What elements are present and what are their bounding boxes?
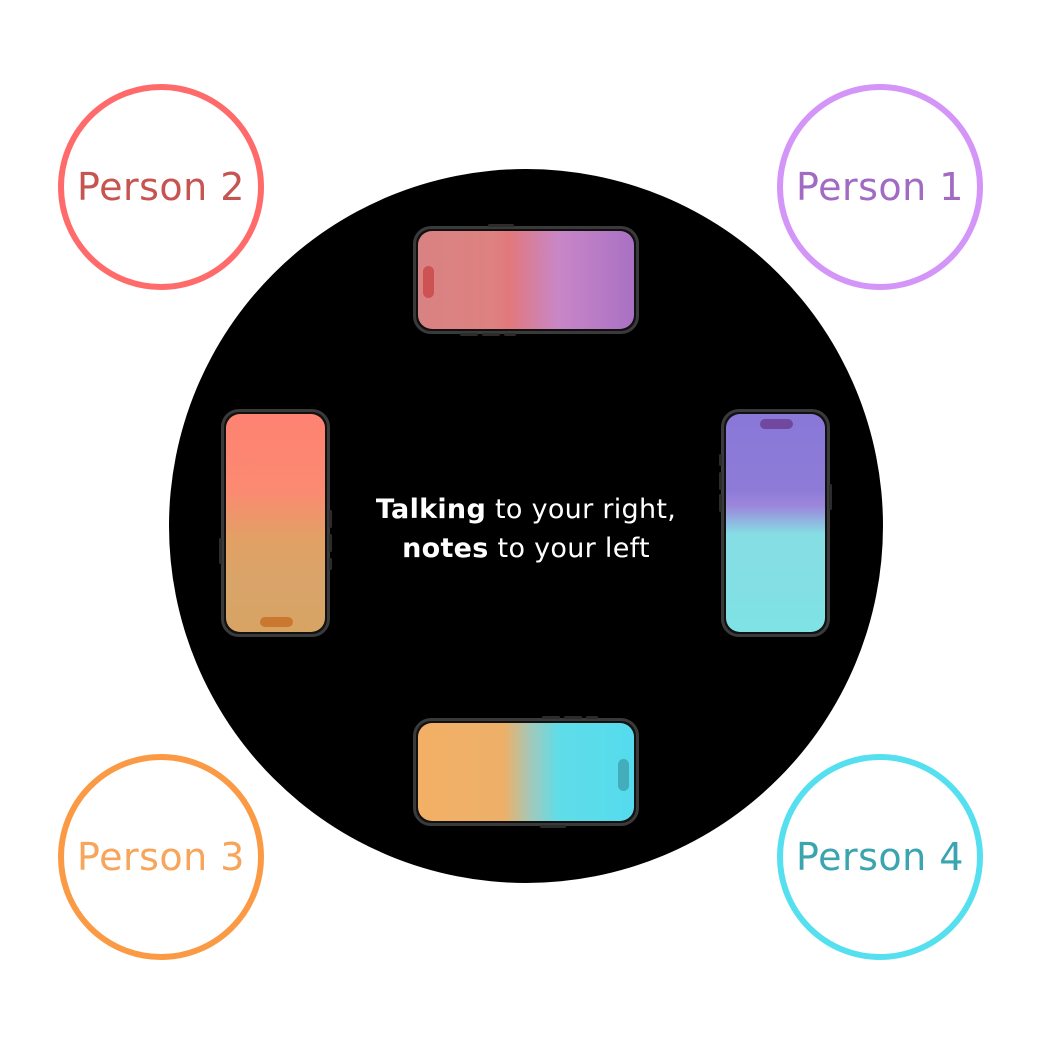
phone-side-button bbox=[504, 333, 516, 336]
center-caption: Talking to your right, notes to your lef… bbox=[250, 490, 802, 568]
person-2-label: Person 2 bbox=[77, 165, 245, 209]
phone-bottom bbox=[413, 716, 639, 828]
phone-side-button bbox=[460, 333, 478, 336]
phone-side-button bbox=[719, 454, 722, 466]
phone-side-button bbox=[586, 716, 598, 719]
dynamic-island bbox=[423, 266, 434, 298]
phone-side-button bbox=[488, 224, 514, 227]
phone-side-button bbox=[540, 825, 566, 828]
person-1-circle: Person 1 bbox=[777, 84, 983, 290]
person-4-circle: Person 4 bbox=[777, 754, 983, 960]
person-2-circle: Person 2 bbox=[58, 84, 264, 290]
phone-side-button bbox=[719, 472, 722, 490]
phone-side-button bbox=[542, 716, 560, 719]
person-3-circle: Person 3 bbox=[58, 754, 264, 960]
caption-line-1: Talking to your right, bbox=[250, 490, 802, 529]
dynamic-island bbox=[760, 419, 793, 429]
phone-right-screen bbox=[726, 414, 825, 632]
phone-bottom-screen bbox=[418, 723, 634, 821]
phone-left bbox=[219, 409, 332, 637]
phone-top bbox=[413, 224, 639, 336]
dynamic-island bbox=[618, 759, 629, 791]
person-4-label: Person 4 bbox=[796, 835, 964, 879]
person-1-label: Person 1 bbox=[796, 165, 964, 209]
caption-talking: Talking bbox=[375, 494, 487, 525]
phone-right bbox=[719, 409, 832, 637]
caption-line-1-rest: to your right, bbox=[486, 494, 677, 525]
phone-side-button bbox=[329, 558, 332, 570]
phone-side-button bbox=[329, 534, 332, 552]
person-3-label: Person 3 bbox=[77, 835, 245, 879]
phone-side-button bbox=[219, 538, 222, 564]
phone-side-button bbox=[829, 484, 832, 510]
phone-side-button bbox=[719, 494, 722, 512]
phone-side-button bbox=[329, 510, 332, 528]
phone-side-button bbox=[482, 333, 500, 336]
caption-notes: notes bbox=[402, 533, 489, 564]
dynamic-island bbox=[260, 617, 293, 627]
phone-side-button bbox=[564, 716, 582, 719]
phone-top-screen bbox=[418, 231, 634, 329]
caption-line-2-rest: to your left bbox=[488, 533, 650, 564]
phone-left-screen bbox=[226, 414, 325, 632]
caption-line-2: notes to your left bbox=[250, 529, 802, 568]
